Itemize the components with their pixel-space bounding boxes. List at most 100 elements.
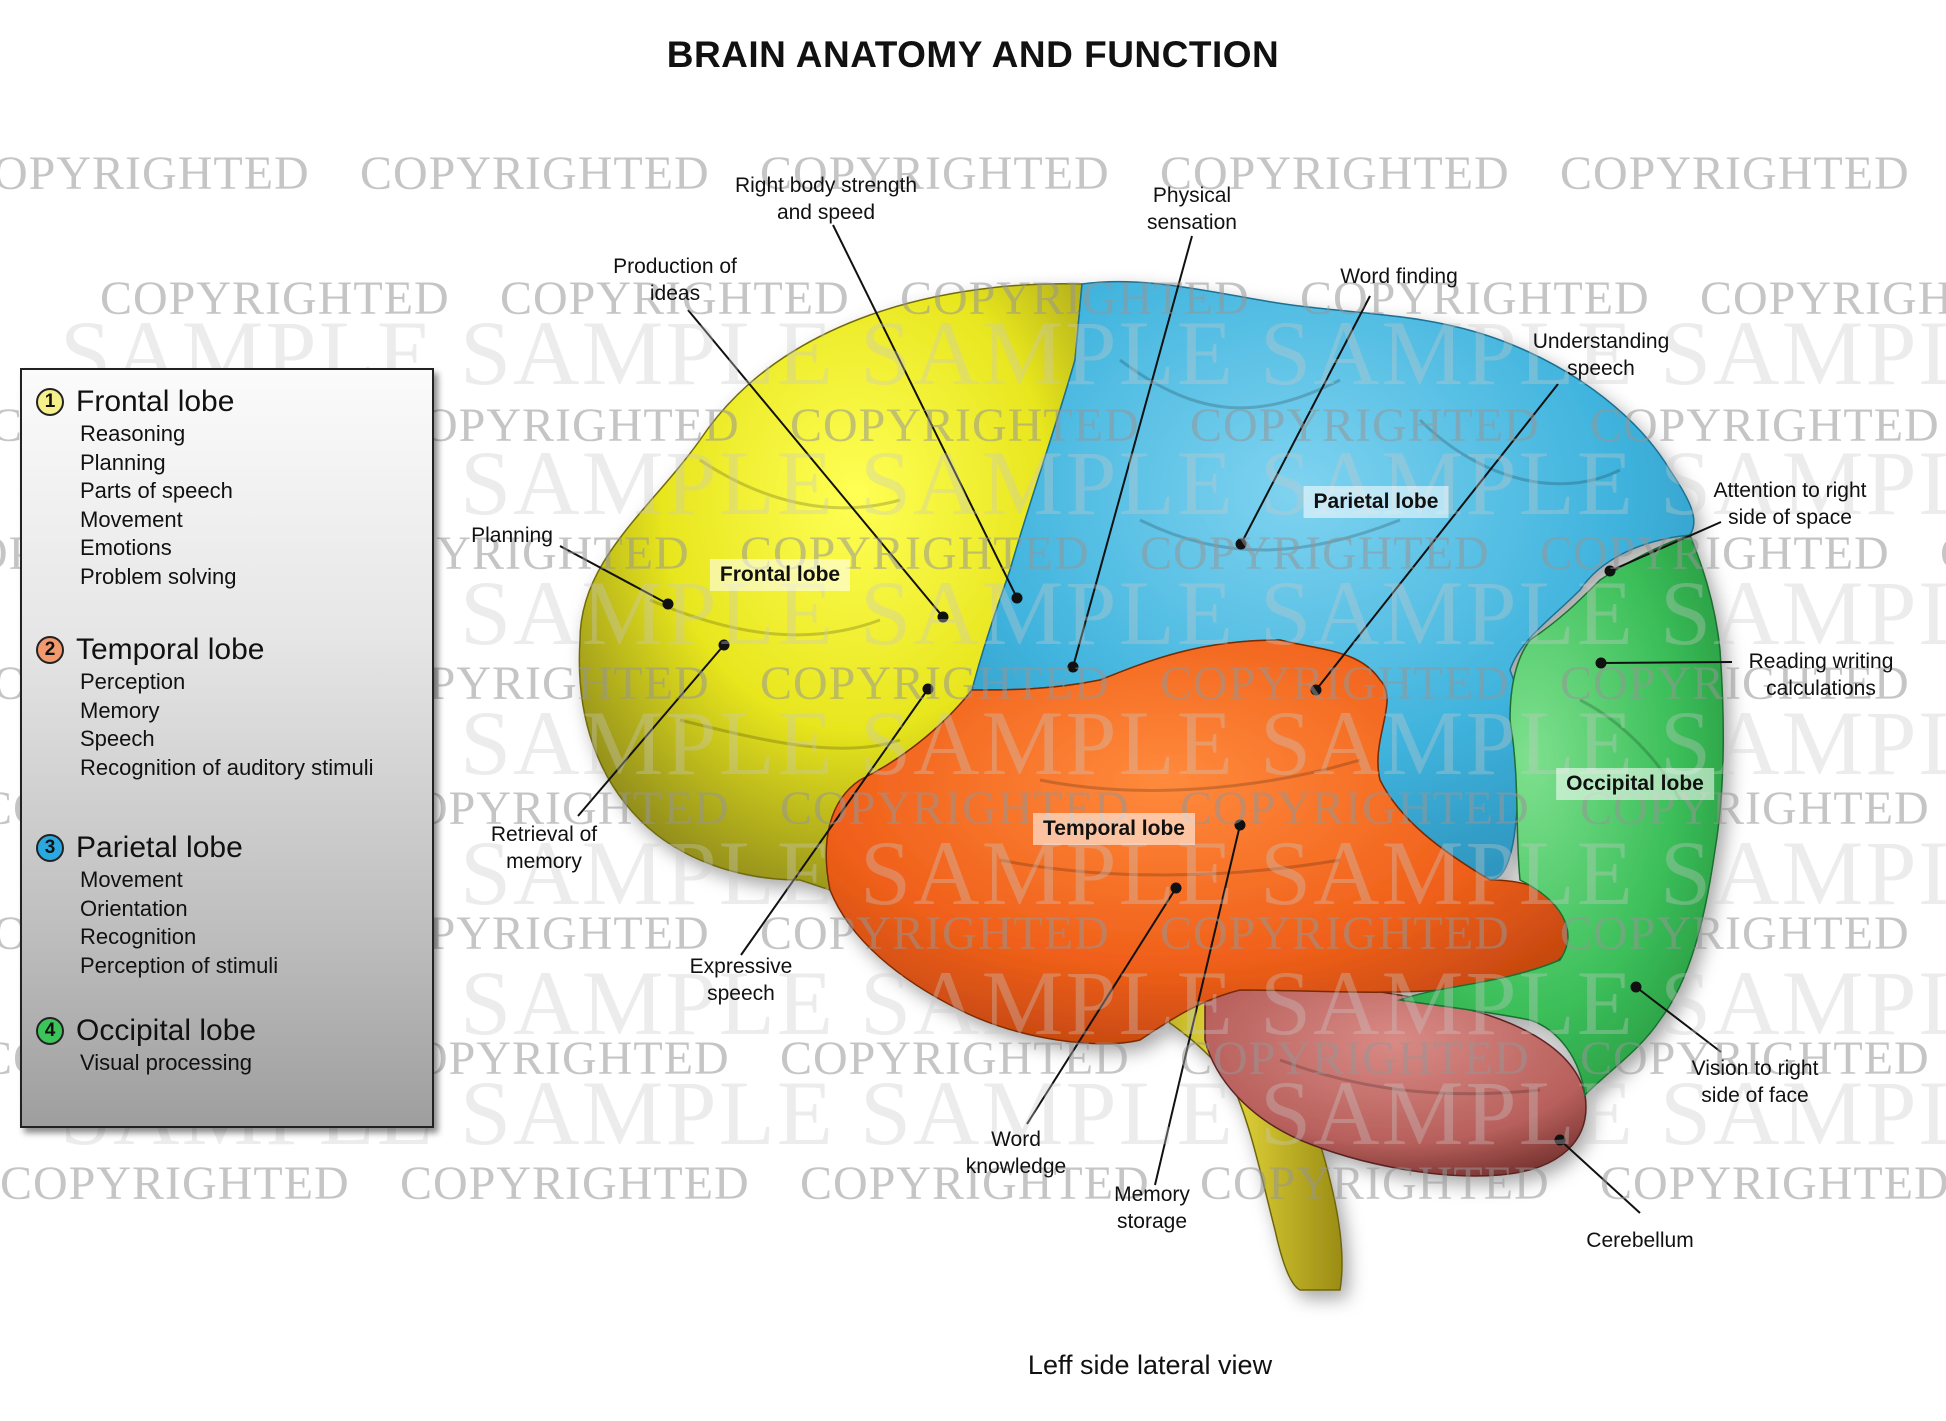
leader-dot	[1554, 1134, 1566, 1146]
leader-dot	[937, 611, 949, 623]
legend-item: Memory	[80, 697, 160, 723]
parietal-lobe-label: Parietal lobe	[1303, 486, 1449, 518]
callout-line: Word	[991, 1128, 1041, 1151]
legend-item: Speech	[80, 726, 155, 751]
leader-dot	[1067, 661, 1079, 673]
callout-line: Physical	[1152, 184, 1232, 207]
callout-line: Retrieval of	[490, 823, 598, 846]
leader-line	[1240, 295, 1371, 545]
frontal-lobe-label: Frontal lobe	[709, 559, 851, 591]
callout-line: Expressive	[689, 955, 793, 978]
callout-line: Cerebellum	[1586, 1229, 1694, 1252]
legend-item: Parts of speech	[80, 478, 233, 503]
legend-title: Frontal lobe	[76, 385, 235, 418]
legend-item: Recognition of auditory stimuli	[80, 754, 374, 780]
callout-line: Memory	[1114, 1183, 1190, 1206]
legend-title: Temporal lobe	[76, 633, 265, 666]
callout-line: Production of	[613, 255, 737, 278]
occipital-lobe-region	[1397, 534, 1725, 1097]
leader-line	[577, 644, 725, 817]
leader-line	[1072, 235, 1193, 668]
callout-line: side of space	[1728, 506, 1852, 529]
leader-line	[1609, 521, 1722, 572]
leader-dot	[1011, 592, 1023, 604]
callout-right-body-strength: Right body strength and speed	[735, 172, 917, 226]
callout-line: and speed	[776, 201, 876, 224]
cerebellum-region	[1204, 983, 1587, 1177]
leader-dot	[1170, 882, 1182, 894]
legend-item: Movement	[80, 867, 183, 892]
legend-item: Planning	[80, 449, 166, 475]
leader-dot	[1604, 565, 1616, 577]
legend-item: Movement	[80, 506, 183, 532]
legend-item: Recognition	[80, 924, 197, 949]
leader-dot	[1310, 684, 1322, 696]
leader-line	[1635, 986, 1722, 1053]
callout-line: knowledge	[965, 1155, 1067, 1178]
callout-line: side of face	[1701, 1084, 1809, 1107]
view-caption: Leff side lateral view	[1027, 1350, 1273, 1380]
callout-line: Reading writing	[1748, 650, 1894, 673]
legend-item: Orientation	[80, 895, 188, 921]
leader-line	[740, 688, 929, 956]
callout-line: speech	[1567, 357, 1635, 380]
callout-line: memory	[506, 850, 582, 873]
legend-title: Parietal lobe	[76, 831, 243, 864]
leader-dot	[662, 598, 674, 610]
callout-reading-writing: Reading writing calculations	[1749, 648, 1894, 702]
leader-dot	[1234, 819, 1246, 831]
callout-word-knowledge: Word knowledge	[966, 1126, 1066, 1180]
callout-line: sensation	[1147, 211, 1237, 234]
number-badge-icon: 4	[36, 1017, 64, 1045]
leader-line	[832, 224, 1018, 599]
legend-item: Visual processing	[80, 1050, 253, 1075]
callout-line: Understanding	[1532, 330, 1670, 353]
callout-line: calculations	[1766, 677, 1876, 700]
callout-line: speech	[707, 982, 775, 1005]
legend-item: Reasoning	[80, 421, 186, 446]
occipital-lobe-label: Occipital lobe	[1556, 768, 1714, 800]
callout-planning: Planning	[471, 522, 553, 549]
leader-dot	[718, 639, 730, 651]
callout-expressive-speech: Expressive speech	[690, 953, 793, 1007]
callout-retrieval-of-memory: Retrieval of memory	[491, 821, 597, 875]
legend-group-occipital: 4 Occipital lobe Visual processing	[36, 1013, 256, 1078]
callout-attention-right-space: Attention to right side of space	[1714, 477, 1867, 531]
callout-word-finding: Word finding	[1340, 263, 1458, 290]
diagram-title: BRAIN ANATOMY AND FUNCTION	[666, 34, 1280, 75]
leader-dot	[1630, 981, 1642, 993]
callout-line: Attention to right	[1713, 479, 1867, 502]
leader-line	[1154, 824, 1241, 1186]
callout-memory-storage: Memory storage	[1114, 1181, 1190, 1235]
legend-item: Emotions	[80, 535, 172, 560]
legend-item: Perception	[80, 669, 186, 694]
leader-line	[559, 545, 669, 605]
legend-item: Perception of stimuli	[80, 952, 279, 978]
number-badge-icon: 3	[36, 834, 64, 862]
leader-line	[1600, 661, 1733, 664]
callout-production-of-ideas: Production of ideas	[613, 253, 737, 307]
leader-dot	[1595, 657, 1607, 669]
leader-line	[1559, 1139, 1641, 1214]
callout-physical-sensation: Physical sensation	[1147, 182, 1237, 236]
leader-line	[687, 309, 944, 618]
leader-line	[1315, 383, 1559, 691]
callout-cerebellum: Cerebellum	[1586, 1227, 1693, 1254]
number-badge-icon: 2	[36, 636, 64, 664]
callout-understanding-speech: Understanding speech	[1533, 328, 1670, 382]
callout-line: Word finding	[1340, 265, 1458, 288]
number-badge-icon: 1	[36, 388, 64, 416]
callout-line: ideas	[649, 282, 701, 305]
temporal-lobe-label: Temporal lobe	[1033, 813, 1195, 845]
callout-line: Planning	[471, 524, 553, 547]
callout-line: Right body strength	[734, 174, 918, 197]
callout-line: storage	[1116, 1210, 1188, 1233]
leader-dot	[1235, 538, 1247, 550]
